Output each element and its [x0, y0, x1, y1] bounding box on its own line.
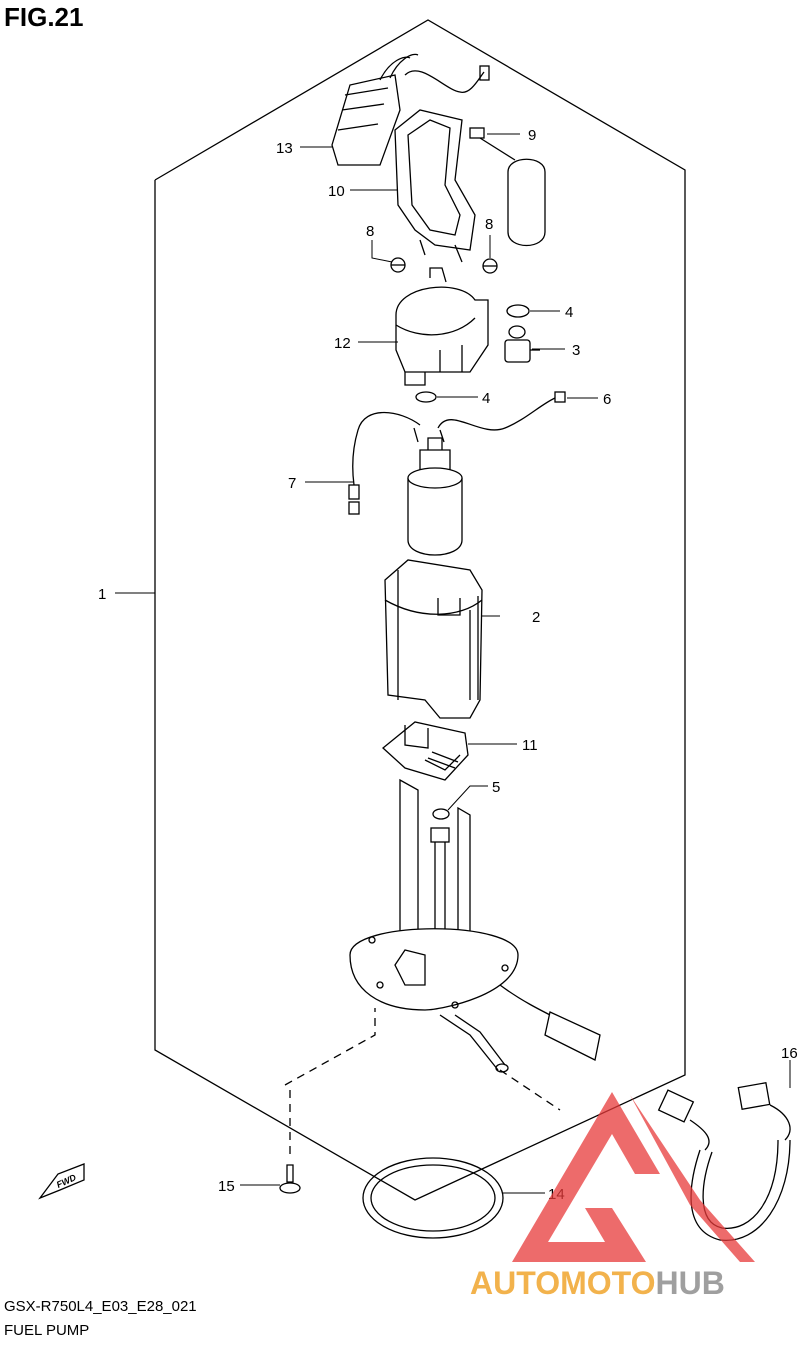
part-13-connector-bracket: [331, 53, 490, 166]
callout-11: 11: [522, 737, 538, 754]
part-11-fuel-filter: [382, 721, 469, 781]
part-2-pump-case: [384, 559, 483, 719]
figure-title: FIG.21: [4, 2, 84, 32]
callout-15: 15: [218, 1178, 235, 1195]
callout-1: 1: [98, 586, 106, 603]
part-3-pressure-regulator: [504, 325, 540, 363]
callout-12: 12: [334, 335, 351, 352]
part-12-upper-cover: [395, 267, 489, 386]
callout-4-lower: 4: [482, 390, 490, 407]
fuel-pump-motor: [407, 427, 463, 556]
part-7-lead-wire: [348, 411, 421, 515]
callout-4-upper: 4: [565, 304, 573, 321]
diagram-code: GSX-R750L4_E03_E28_021: [4, 1298, 197, 1315]
callout-13: 13: [276, 140, 293, 157]
part-14-gasket: [362, 1157, 504, 1239]
callout-2: 2: [532, 609, 540, 626]
pump-fuel-outlet: [439, 1014, 509, 1073]
part-8-screw-right: [482, 258, 498, 274]
pump-lower-frame: [399, 778, 471, 976]
callout-5: 5: [492, 779, 500, 796]
fwd-arrow: [38, 1163, 85, 1200]
callout-3: 3: [572, 342, 580, 359]
pump-connector: [499, 984, 601, 1061]
watermark-text: AUTOMOTOHUB: [470, 1265, 725, 1301]
part-9-fuel-level-sender: [469, 127, 546, 246]
assembly-dash-line-2: [499, 1069, 561, 1111]
part-4-o-ring-upper: [506, 304, 530, 318]
callout-8-left: 8: [366, 223, 374, 240]
callout-9: 9: [528, 127, 536, 144]
watermark-logo: [512, 1092, 755, 1262]
part-15-bolt: [279, 1164, 301, 1194]
part-5-o-ring: [432, 808, 450, 820]
diagram-name: FUEL PUMP: [4, 1322, 90, 1339]
pump-flange-plate: [349, 928, 519, 1011]
callout-7: 7: [288, 475, 296, 492]
assembly-outline: [154, 19, 686, 1201]
callout-16: 16: [781, 1045, 798, 1062]
part-16-fuel-hose: [657, 1081, 791, 1241]
callout-8-right: 8: [485, 216, 493, 233]
callout-10: 10: [328, 183, 345, 200]
assembly-dash-line: [284, 1008, 376, 1086]
part-10-bracket: [394, 109, 476, 263]
part-4-o-ring-lower: [415, 391, 437, 403]
part-6-lead-wire: [437, 391, 566, 431]
callout-6: 6: [603, 391, 611, 408]
part-8-screw-left: [390, 257, 406, 273]
